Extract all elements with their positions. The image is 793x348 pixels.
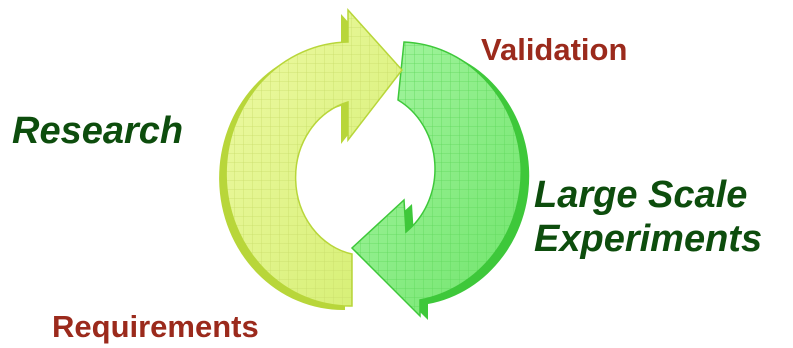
right-cycle-arrow bbox=[350, 41, 530, 320]
label-research: Research bbox=[12, 110, 184, 152]
label-validation: Validation bbox=[481, 32, 628, 67]
left-cycle-arrow bbox=[219, 8, 403, 311]
label-experiments-line1: Large Scale bbox=[534, 174, 748, 216]
label-large-scale-experiments: Large Scale Experiments bbox=[534, 173, 762, 262]
label-requirements: Requirements bbox=[52, 309, 259, 344]
label-experiments-line2: Experiments bbox=[534, 218, 763, 261]
